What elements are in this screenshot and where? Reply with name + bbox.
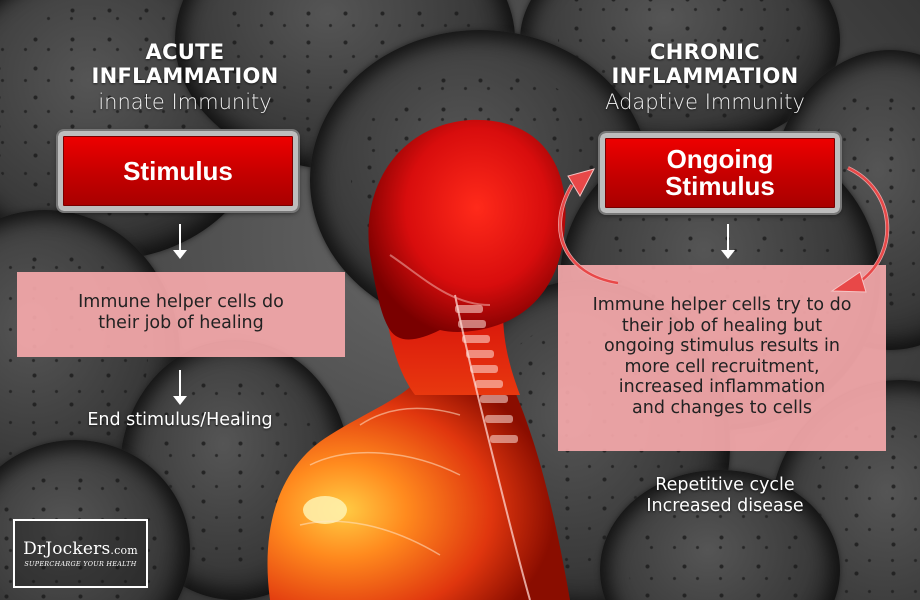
drjockers-logo[interactable]: DrJockers.com SUPERCHARGE YOUR HEALTH: [13, 519, 148, 588]
chronic-stimulus-box: Ongoing Stimulus: [598, 131, 842, 215]
cell-shape: [0, 440, 190, 600]
acute-step-line: their job of healing: [98, 312, 264, 333]
chronic-outcome-line: Increased disease: [646, 495, 804, 516]
chronic-subtitle: Adaptive Immunity: [605, 90, 805, 114]
chronic-step-line: their job of healing but: [621, 315, 823, 336]
down-arrow-icon: [173, 224, 187, 259]
chronic-step-line: increased inflammation: [618, 377, 826, 397]
acute-heading: ACUTE INFLAMMATION innate Immunity: [55, 40, 315, 114]
chronic-heading: CHRONIC INFLAMMATION Adaptive Immunity: [560, 40, 850, 114]
acute-outcome: End stimulus/Healing: [87, 410, 273, 430]
chronic-outcome: Repetitive cycle Increased disease: [600, 475, 850, 516]
chronic-stimulus-line: Ongoing: [666, 144, 774, 174]
xray-figure-illustration: [250, 105, 590, 600]
chronic-step-box: Immune helper cells try to do their job …: [558, 265, 886, 451]
chronic-title: CHRONIC INFLAMMATION: [611, 40, 799, 88]
acute-stimulus-box: Stimulus: [56, 129, 300, 213]
chronic-step-line: more cell recruitment,: [624, 356, 820, 377]
acute-subtitle: innate Immunity: [98, 90, 272, 114]
logo-brand-suffix: .com: [110, 544, 138, 557]
down-arrow-icon: [173, 370, 187, 405]
chronic-step-line: and changes to cells: [632, 397, 812, 418]
logo-tagline: SUPERCHARGE YOUR HEALTH: [24, 560, 137, 568]
chronic-outcome-line: Repetitive cycle: [655, 475, 795, 495]
logo-brand-main: DrJockers: [23, 539, 111, 559]
acute-stimulus-label: Stimulus: [123, 155, 233, 186]
chronic-stimulus-line: Stimulus: [665, 171, 775, 201]
logo-brand: DrJockers.com: [23, 539, 138, 559]
acute-step-box: Immune helper cells do their job of heal…: [17, 272, 345, 357]
acute-title: ACUTE INFLAMMATION: [91, 40, 279, 88]
chronic-step-line: ongoing stimulus results in: [604, 336, 840, 356]
chronic-stimulus-label: Ongoing Stimulus: [665, 146, 775, 200]
down-arrow-icon: [721, 224, 735, 259]
chronic-step-line: Immune helper cells try to do: [592, 295, 852, 315]
acute-step-line: Immune helper cells do: [78, 292, 284, 312]
